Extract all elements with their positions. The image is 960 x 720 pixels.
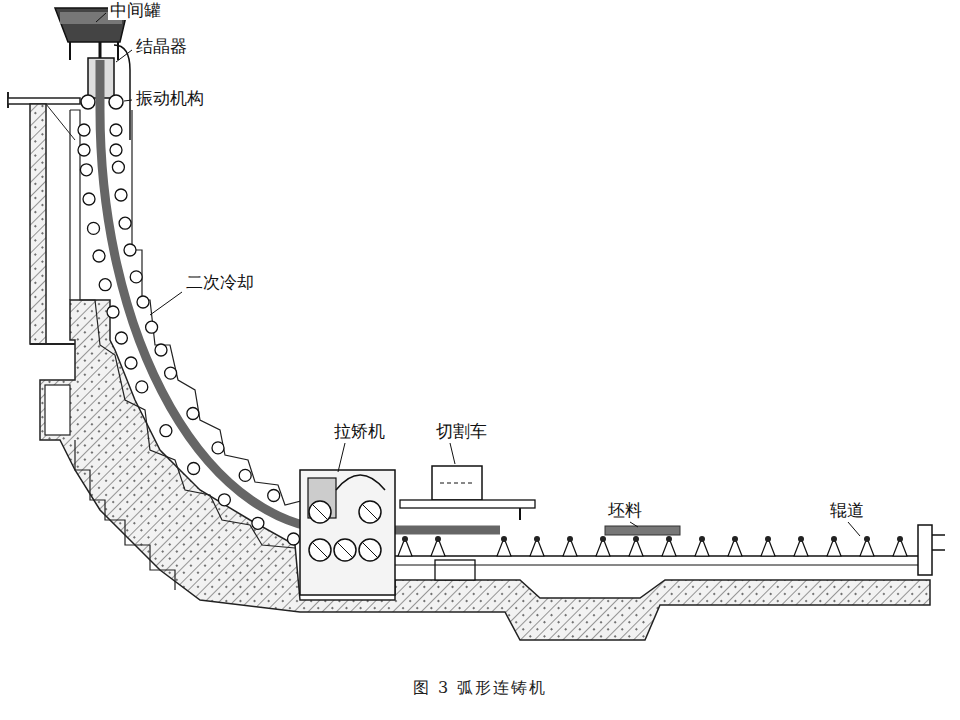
- cutting-car-label: 切割车: [434, 421, 489, 441]
- tundish-label: 中间罐: [108, 0, 163, 20]
- secondary-cooling-label: 二次冷却: [184, 272, 256, 292]
- figure-caption: 图 3 弧形连铸机: [413, 678, 547, 699]
- mold-label: 结晶器: [134, 36, 189, 56]
- roller-table-label: 辊道: [828, 500, 866, 520]
- billet-label: 坯料: [606, 500, 644, 520]
- oscillator-label: 振动机构: [134, 88, 206, 108]
- straightener-label: 拉矫机: [332, 421, 387, 441]
